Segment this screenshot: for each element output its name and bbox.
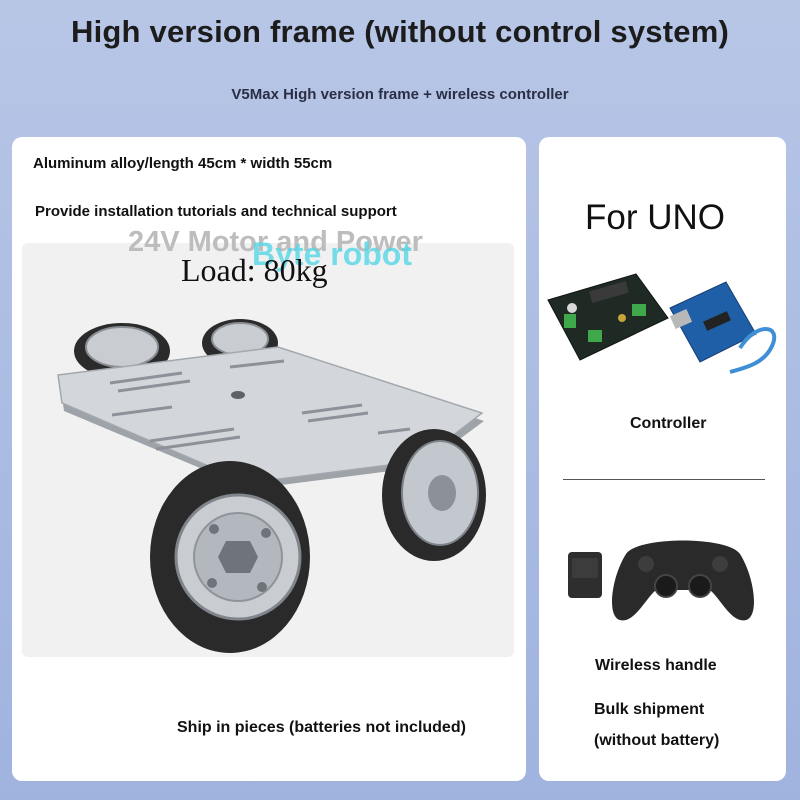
overlay-load-text: Load: 80kg: [181, 252, 328, 288]
bulk-shipment-label: Bulk shipment: [594, 701, 705, 718]
wireless-receiver: [568, 552, 602, 598]
mecanum-wheel-back-left: [74, 323, 170, 379]
wireless-gamepad-image: [568, 540, 754, 621]
overlay-motor-text: 24V Motor and Power: [128, 226, 423, 258]
chassis-image: [57, 319, 486, 653]
mecanum-wheel-front-right: [382, 429, 486, 561]
page-title: High version frame (without control syst…: [71, 14, 729, 49]
aluminum-plate: [57, 346, 484, 489]
controller-label: Controller: [630, 415, 707, 432]
gamepad: [612, 540, 754, 621]
accessories-panel: [539, 137, 786, 781]
ship-note: Ship in pieces (batteries not included): [177, 719, 466, 736]
controller-board-image: [547, 273, 777, 374]
wireless-handle-label: Wireless handle: [595, 657, 717, 674]
spec-material: Aluminum alloy/length 45cm * width 55cm: [33, 155, 333, 172]
page-subtitle: V5Max High version frame + wireless cont…: [231, 86, 569, 103]
spec-support: Provide installation tutorials and techn…: [35, 203, 397, 220]
section-divider: [563, 479, 765, 480]
brand-watermark: Byte robot: [252, 236, 412, 272]
without-battery-label: (without battery): [594, 732, 720, 749]
for-uno-heading: For UNO: [585, 198, 725, 237]
mecanum-wheel-front-left: [150, 461, 310, 653]
